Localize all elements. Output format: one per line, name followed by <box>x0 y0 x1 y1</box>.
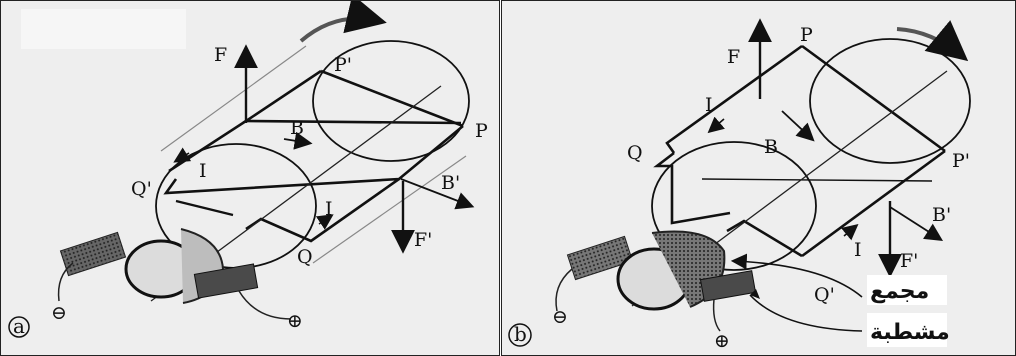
field-B-prime-vector <box>889 206 944 241</box>
label-Q: Q <box>297 246 313 268</box>
rotation-arrow <box>299 1 387 43</box>
label-Q: Q <box>627 142 643 164</box>
negative-terminal: ⊖ <box>552 306 568 328</box>
panel-b-diagram: مجمع مشطبة ⊖ ⊕ F P I Q B P' B' I F' Q' b <box>508 18 971 352</box>
label-Q-prime: Q' <box>814 284 835 306</box>
label-P: P <box>475 120 488 142</box>
back-ellipse <box>809 38 971 164</box>
commutator-leader <box>730 253 863 298</box>
field-B-prime-vector <box>400 178 475 210</box>
label-I-upper: I <box>705 94 713 116</box>
panel-tag-circle <box>508 323 532 347</box>
negative-terminal: ⊖ <box>51 302 67 324</box>
brush-right <box>699 270 757 302</box>
brush-label: مشطبة <box>870 320 950 345</box>
field-B-vector <box>283 131 313 150</box>
panel-tag-circle <box>8 316 30 338</box>
panel-b: مجمع مشطبة ⊖ ⊕ F P I Q B P' B' I F' Q' b <box>501 0 1016 356</box>
back-ellipse <box>312 40 470 162</box>
label-P: P <box>800 24 813 46</box>
field-B-vector <box>781 110 815 142</box>
brush-right <box>193 263 259 299</box>
label-B-prime: B' <box>932 204 951 226</box>
label-I-lower: I <box>854 239 862 261</box>
rotation-arrow <box>896 20 969 62</box>
label-B: B <box>290 117 304 139</box>
label-F: F <box>727 46 740 68</box>
label-P-prime: P' <box>952 150 970 172</box>
current-I-upper-arrow <box>707 116 725 134</box>
commutator-label: مجمع <box>870 279 929 304</box>
label-Q-prime: Q' <box>131 178 152 200</box>
coil-top <box>665 44 803 154</box>
front-ellipse <box>651 141 817 271</box>
blank-patch <box>21 9 186 49</box>
panel-tag-b: b <box>514 322 527 346</box>
coil-bottom <box>163 124 464 195</box>
current-I-upper-arrow <box>173 147 192 163</box>
panel-a-diagram: ⊖ ⊕ F B P' P I Q' I B' Q F' a <box>8 1 488 338</box>
label-F-prime: F' <box>900 250 918 272</box>
label-B: B <box>764 136 778 158</box>
label-F: F <box>214 44 227 66</box>
positive-terminal: ⊕ <box>287 310 303 332</box>
label-I-upper: I <box>199 160 207 182</box>
panel-a: ⊖ ⊕ F B P' P I Q' I B' Q F' a <box>0 0 500 356</box>
coil-side <box>245 177 400 243</box>
label-F-prime: F' <box>414 229 432 251</box>
panel-tag-a: a <box>13 314 25 338</box>
coil-right <box>801 149 946 258</box>
current-I-lower-arrow <box>841 223 859 241</box>
current-I-lower-arrow <box>315 214 334 230</box>
label-I-lower: I <box>325 198 333 220</box>
coil-top <box>241 69 462 125</box>
label-P-prime: P' <box>334 54 352 76</box>
positive-terminal: ⊕ <box>714 330 730 352</box>
brush-left <box>59 231 127 277</box>
label-B-prime: B' <box>441 172 460 194</box>
brush-leader <box>749 294 863 332</box>
brush-left <box>566 235 634 281</box>
